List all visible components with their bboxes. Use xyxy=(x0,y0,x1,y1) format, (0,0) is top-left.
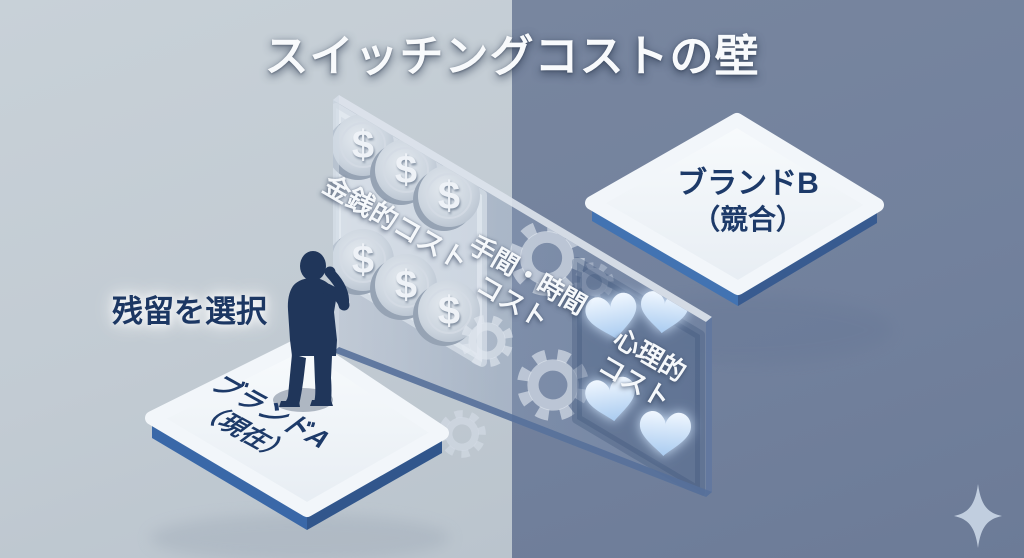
brand-b-platform-label: ブランドB （競合） xyxy=(628,166,868,237)
person-head xyxy=(300,251,326,281)
platform-a-top xyxy=(145,335,449,517)
svg-text:$: $ xyxy=(395,263,417,307)
svg-text:$: $ xyxy=(352,238,374,282)
dollar-coin-icon: $ xyxy=(413,280,480,346)
brand-b-name: ブランドB xyxy=(677,167,819,200)
stay-choice-label: 残留を選択 xyxy=(112,294,267,329)
svg-text:$: $ xyxy=(395,148,417,192)
dollar-coin-icon: $ xyxy=(413,165,480,231)
person-hand xyxy=(324,266,336,278)
svg-text:$: $ xyxy=(438,174,460,218)
brand-b-status: （競合） xyxy=(692,203,804,235)
wall-top-bevel xyxy=(333,95,712,322)
wall-right-side xyxy=(706,317,712,497)
person-silhouette xyxy=(279,251,350,407)
wall-bottom-side xyxy=(333,347,712,497)
svg-text:$: $ xyxy=(438,289,460,333)
person-leg-right xyxy=(314,356,332,404)
platform-a-reflection xyxy=(150,514,450,558)
brand-a-platform xyxy=(145,335,450,558)
person-torso xyxy=(287,278,337,356)
person-foot-right xyxy=(310,400,333,406)
dollar-coins: $ $ $ $ xyxy=(333,114,480,346)
page-title: スイッチングコストの壁 xyxy=(264,32,760,81)
switching-cost-wall: $ $ $ $ xyxy=(333,95,712,497)
person-leg-left xyxy=(283,354,306,405)
sparkle-icon xyxy=(954,484,1002,548)
svg-text:$: $ xyxy=(352,123,374,167)
person-foot-left xyxy=(279,401,300,407)
dollar-coin-icon: $ xyxy=(370,254,437,320)
person-forearm xyxy=(326,269,350,308)
platform-b-top xyxy=(585,113,884,295)
